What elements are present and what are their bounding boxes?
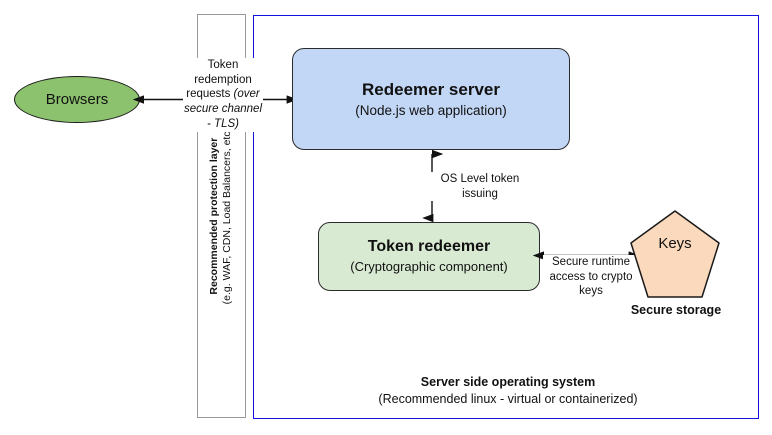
node-token-redeemer-title: Token redeemer	[367, 238, 491, 256]
node-token-redeemer-subtitle: (Cryptographic component)	[350, 259, 508, 275]
os-boundary-subtitle: (Recommended linux - virtual or containe…	[378, 391, 638, 406]
node-redeemer-server-title: Redeemer server	[362, 79, 500, 99]
connector-label-secure-runtime: Secure runtime access to crypto keys	[543, 255, 639, 300]
node-redeemer-server-subtitle: (Node.js web application)	[355, 102, 507, 118]
node-token-redeemer[interactable]: Token redeemer (Cryptographic component)	[318, 222, 540, 291]
os-boundary-title: Server side operating system	[420, 375, 596, 389]
os-boundary-caption: Server side operating system (Recommende…	[293, 374, 723, 408]
label-line-tls: (over secure channel - TLS)	[184, 88, 262, 130]
label-secure-runtime-text: Secure runtime access to crypto keys	[549, 256, 633, 298]
node-browsers[interactable]: Browsers	[14, 76, 140, 123]
label-line-requests: requests	[186, 88, 231, 101]
connector-label-os-token-issuing: OS Level token issuing	[424, 172, 536, 202]
node-keys[interactable]	[629, 209, 721, 299]
os-boundary-box	[253, 15, 759, 419]
label-line-redemption: redemption	[194, 73, 252, 86]
node-browsers-label: Browsers	[45, 91, 109, 108]
connector-label-token-redemption: Token redemption requests (over secure c…	[183, 58, 263, 132]
label-os-token-issuing-text: OS Level token issuing	[440, 173, 520, 200]
node-redeemer-server[interactable]: Redeemer server (Node.js web application…	[292, 48, 570, 150]
label-line-token: Token	[207, 59, 239, 71]
node-keys-caption: Secure storage	[630, 303, 722, 317]
